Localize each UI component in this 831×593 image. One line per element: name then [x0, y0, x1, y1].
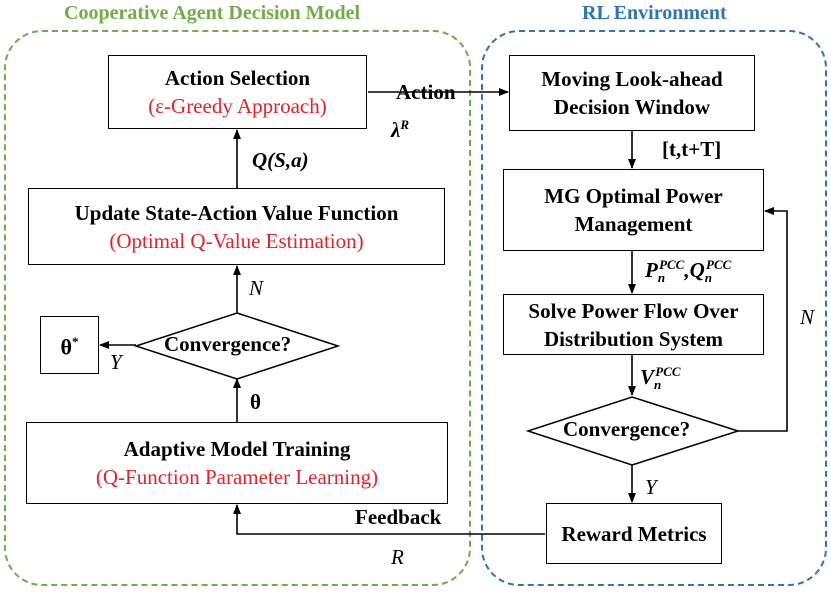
theta-star-sup: *	[71, 334, 79, 350]
lambda-symbol: λ	[391, 118, 401, 142]
y-right-label: Y	[645, 475, 657, 499]
cooperative-agent-group	[4, 30, 471, 586]
pq-label: PnPCC,QnPCC	[645, 257, 731, 286]
p-symbol: P	[645, 258, 658, 282]
power-flow-line2: Distribution System	[543, 326, 724, 351]
v-sub: n	[654, 377, 662, 393]
adaptive-training-box: Adaptive Model Training (Q-Function Para…	[26, 422, 448, 504]
pq-comma: ,	[684, 258, 690, 282]
theta-label: θ	[250, 390, 261, 414]
n-right-label: N	[800, 305, 815, 329]
lambda-sup: R	[400, 117, 409, 132]
update-value-subtitle: (Optimal Q-Value Estimation)	[109, 228, 364, 253]
update-value-box: Update State-Action Value Function (Opti…	[28, 188, 445, 265]
rl-environment-group	[481, 30, 827, 586]
r-label: R	[391, 545, 404, 569]
p-sup: PCC	[659, 257, 685, 272]
mg-power-line2: Management	[574, 212, 693, 236]
lookahead-line1: Moving Look-ahead	[541, 67, 723, 91]
reward-box: Reward Metrics	[546, 503, 722, 564]
action-selection-title: Action Selection	[164, 66, 311, 90]
arrow-feedback	[233, 504, 545, 535]
adaptive-training-subtitle: (Q-Function Parameter Learning)	[95, 465, 379, 489]
theta-star-symbol: θ	[60, 334, 72, 360]
reward-text: Reward Metrics	[561, 521, 707, 546]
adaptive-training-title: Adaptive Model Training	[123, 437, 351, 461]
p-sub: n	[657, 270, 666, 286]
convergence-right-label: Convergence?	[563, 417, 691, 441]
n-left-label: N	[249, 276, 264, 300]
convergence-right-shape	[525, 396, 741, 466]
mg-power-line1: MG Optimal Power	[544, 184, 723, 208]
action-label: Action	[396, 80, 456, 104]
rl-environment-title: RL Environment	[582, 2, 727, 24]
v-label: VnPCC	[640, 364, 681, 393]
cooperative-agent-title: Cooperative Agent Decision Model	[64, 2, 361, 24]
q-symbol: Q	[689, 258, 705, 282]
lambda-label: λR	[391, 117, 409, 143]
arrow-n-right	[738, 207, 788, 432]
q-sup: PCC	[706, 257, 732, 272]
convergence-left-label: Convergence?	[164, 332, 292, 356]
y-left-label: Y	[110, 350, 122, 374]
convergence-left-shape	[133, 312, 341, 380]
power-flow-line1: Solve Power Flow Over	[528, 298, 739, 323]
window-label: [t,t+T]	[662, 137, 722, 161]
mg-power-box: MG Optimal Power Management	[503, 169, 764, 251]
action-selection-box: Action Selection (ε-Greedy Approach)	[108, 55, 367, 129]
lookahead-line2: Decision Window	[553, 95, 711, 119]
feedback-label: Feedback	[355, 505, 442, 529]
power-flow-box: Solve Power Flow Over Distribution Syste…	[503, 294, 764, 355]
q-sub: n	[704, 270, 713, 286]
update-value-title: Update State-Action Value Function	[74, 200, 399, 225]
q-sa-label: Q(S,a)	[252, 148, 309, 172]
v-sup: PCC	[655, 364, 681, 379]
v-symbol: V	[640, 365, 655, 389]
lookahead-box: Moving Look-ahead Decision Window	[509, 55, 755, 131]
action-selection-subtitle: (ε-Greedy Approach)	[148, 94, 327, 118]
theta-star-box: θ*	[40, 316, 99, 374]
